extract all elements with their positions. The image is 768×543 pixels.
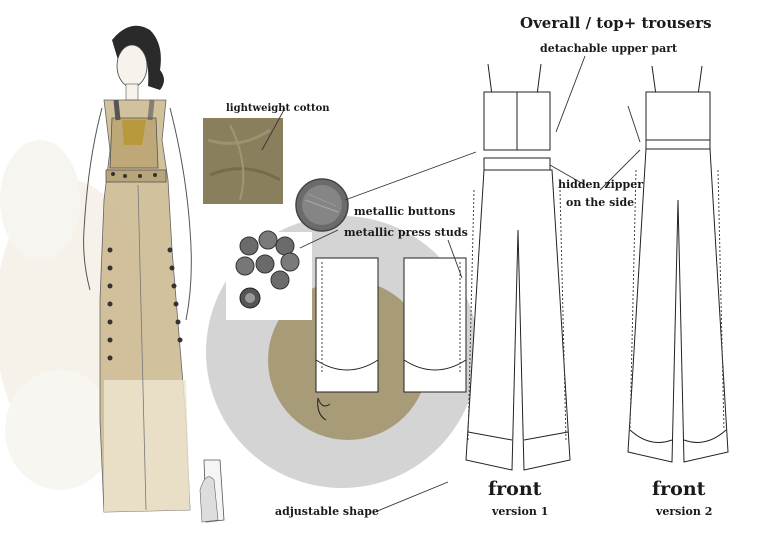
flat-version-2 — [627, 65, 729, 463]
trousers-v2 — [627, 148, 729, 463]
version-label-2: version 2 — [656, 505, 713, 518]
flat-version-1 — [465, 63, 571, 471]
label-buttons: metallic buttons — [354, 205, 456, 218]
label-adjustable: adjustable shape — [275, 505, 379, 518]
press-studs — [226, 230, 312, 320]
board-title: Overall / top+ trousers — [520, 14, 712, 32]
view-name-2: front — [652, 478, 706, 500]
label-studs: metallic press studs — [344, 226, 468, 239]
trousers-v1 — [465, 169, 571, 471]
view-name-1: front — [488, 478, 542, 500]
button-closeup — [295, 178, 349, 232]
hem-details — [315, 257, 467, 393]
top-v2 — [645, 91, 711, 141]
fabric-swatch — [203, 118, 283, 204]
label-zipper-line1: hidden zipper — [558, 178, 643, 191]
callout-arrows — [261, 55, 641, 513]
version-label-1: version 1 — [492, 505, 549, 518]
label-zipper-line2: on the side — [566, 196, 635, 209]
label-zipper: hidden zipper on the side — [558, 176, 643, 212]
label-detachable: detachable upper part — [540, 42, 678, 55]
label-cotton: lightweight cotton — [226, 103, 330, 114]
fashion-figure — [83, 25, 225, 523]
